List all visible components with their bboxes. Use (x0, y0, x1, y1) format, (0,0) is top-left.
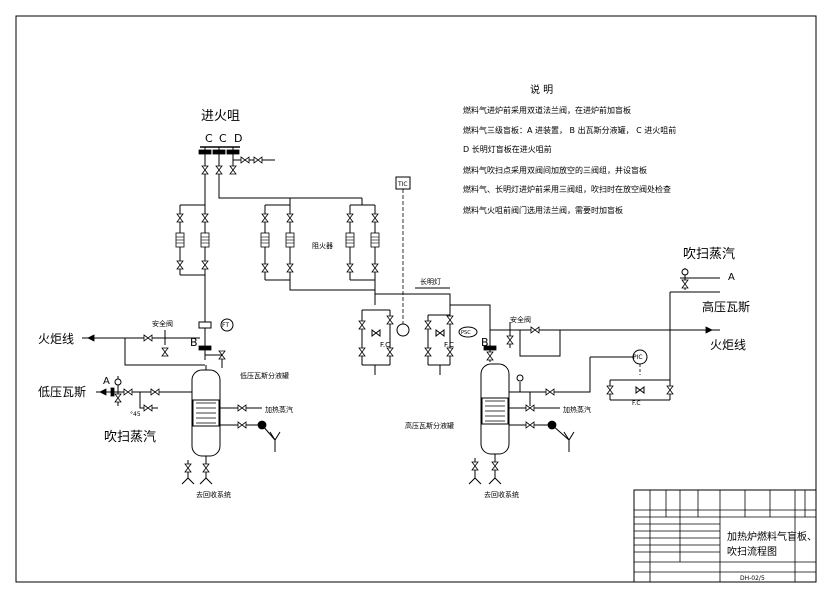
psc-tag: PSC (461, 330, 471, 336)
drawing-frame (15, 15, 817, 583)
blind-b-right: B (481, 336, 489, 349)
blind-a-right: A (728, 272, 735, 283)
title-block: 加热炉燃料气盲板、 吹扫流程图 DH-02/5 (633, 489, 817, 583)
recovery-right-label: 去回收系统 (484, 490, 519, 499)
note-line-3: D 长明灯盲板在进火咀前 (463, 144, 552, 154)
note-line-6: 燃料气火咀前阀门选用法兰阀，需要时加盲板 (463, 205, 623, 215)
blind-c-1: C (205, 132, 213, 145)
blind-a-small: °45 (130, 411, 141, 418)
safety-valve-right-label: 安全阀 (510, 315, 531, 324)
flare-line-right-label: 火炬线 (710, 338, 746, 352)
blind-b-left: B (190, 336, 198, 349)
note-line-1: 燃料气进炉前采用双道法兰阀，在进炉前加盲板 (463, 105, 631, 115)
blind-c-2: C (219, 132, 227, 145)
flare-line-left-label: 火炬线 (38, 332, 74, 346)
flame-arrester-label: 阻火器 (312, 241, 333, 250)
fc-right: F.C (632, 400, 641, 407)
heating-steam-left-label: 加热蒸汽 (265, 405, 293, 414)
notes-block: 说 明 燃料气进炉前采用双道法兰阀，在进炉前加盲板 燃料气三级盲板：A 进装置，… (463, 83, 676, 215)
blind-a-left: A (103, 376, 110, 387)
purge-steam-left-label: 吹扫蒸汽 (104, 430, 156, 445)
blind-d: D (234, 132, 242, 145)
pic-tag: PIC (633, 354, 643, 361)
fc-mid-left: F.C (380, 341, 390, 349)
pilot-light-label: 长明灯 (420, 277, 441, 286)
purge-steam-right-label: 吹扫蒸汽 (683, 247, 735, 262)
note-line-5: 燃料气、长明灯进炉前采用三阀组，吹扫时在放空阀处检查 (463, 184, 671, 194)
note-line-2: 燃料气三级盲板：A 进装置， B 出瓦斯分液罐， C 进火咀前 (463, 125, 676, 135)
drawing-number: DH-02/5 (740, 575, 765, 582)
hp-separator-label: 高压瓦斯分液罐 (405, 421, 454, 430)
notes-title: 说 明 (530, 83, 553, 96)
note-line-4: 燃料气吹扫点采用双阀间加放空的三阀组，并设盲板 (463, 165, 647, 175)
drawing-title-2: 吹扫流程图 (727, 545, 777, 558)
ft-tag: FT (222, 322, 229, 329)
heating-steam-right-label: 加热蒸汽 (563, 405, 591, 414)
safety-valve-left-label: 安全阀 (152, 319, 173, 328)
tic-tag: TIC (397, 181, 408, 188)
fc-mid-right: F.C (444, 341, 454, 349)
lp-separator-label: 低压瓦斯分液罐 (240, 371, 289, 380)
drawing-title-1: 加热炉燃料气盲板、 (727, 530, 817, 543)
ft-instrument (220, 318, 234, 332)
low-pressure-gas-label: 低压瓦斯 (38, 385, 86, 399)
recovery-left-label: 去回收系统 (196, 490, 231, 499)
fire-nozzle-label: 进火咀 (201, 109, 240, 124)
high-pressure-gas-label: 高压瓦斯 (702, 299, 750, 314)
